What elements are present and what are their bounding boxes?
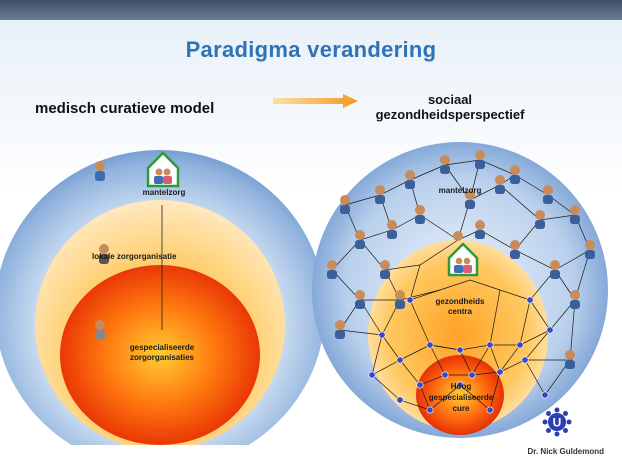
right-ring2-line1: gezondheids <box>435 297 485 306</box>
right-ring2-line2: centra <box>447 307 472 316</box>
left-people-icons <box>95 161 109 340</box>
university-logo: U <box>542 407 572 437</box>
slide-title: Paradigma verandering <box>185 37 437 62</box>
right-heading-line2: gezondheidsperspectief <box>375 107 525 122</box>
left-ring3-label: gespecialiseerde zorgorganisaties <box>112 343 212 363</box>
right-ring2-label: gezondheids centra <box>420 297 500 317</box>
right-heading-line1: sociaal <box>427 92 473 107</box>
author-credit: Dr. Nick Guldemond <box>527 447 604 456</box>
left-ring1-label: mantelzorg <box>142 188 186 197</box>
home-icon-right <box>447 242 479 277</box>
right-ring3-line3: cure <box>452 404 470 413</box>
home-icon <box>146 151 180 188</box>
right-ring3-line1: Hoog <box>450 382 472 391</box>
left-ring3-line1: gespecialiseerde <box>129 343 195 352</box>
top-banner <box>0 0 622 20</box>
right-ring3-label: Hoog gespecialiseerde cure <box>418 381 504 414</box>
people-icons <box>327 150 595 369</box>
left-ring3-line2: zorgorganisaties <box>129 353 194 362</box>
right-sphere <box>312 142 608 438</box>
left-sphere <box>0 150 325 445</box>
right-heading: sociaal gezondheidsperspectief <box>370 92 530 122</box>
logo-letter: U <box>553 416 562 430</box>
left-heading: medisch curatieve model <box>35 100 215 117</box>
right-ring3-line2: gespecialiseerde <box>428 393 494 402</box>
arrow-right-icon <box>273 94 358 108</box>
left-ring2-label: lokale zorgorganisatie <box>92 252 177 261</box>
right-ring1-label: mantelzorg <box>438 186 482 195</box>
